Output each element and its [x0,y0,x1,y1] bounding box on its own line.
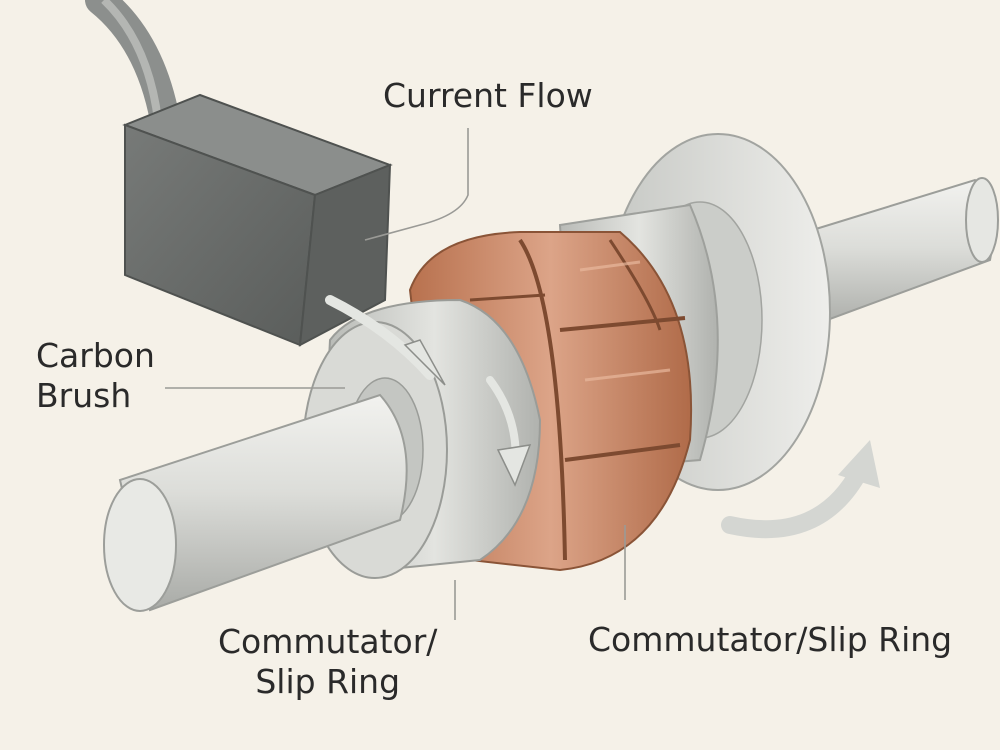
label-commutator-left-line2: Slip Ring [255,662,401,701]
label-carbon-brush-line2: Brush [36,376,132,415]
shaft-left [103,393,408,612]
shaft-right [778,177,999,332]
label-commutator-left: Commutator/ Slip Ring [218,622,437,702]
label-carbon-brush-line1: Carbon [36,336,155,375]
current-flow-arrows [325,295,532,487]
rotation-arrow [721,461,869,539]
label-current-flow: Current Flow [383,76,593,115]
label-commutator-left-line1: Commutator/ [218,622,438,661]
label-carbon-brush: Carbon Brush [36,336,155,416]
carbon-brush-block [122,93,393,347]
label-commutator-right: Commutator/Slip Ring [588,620,953,659]
leader-lines [165,128,626,620]
